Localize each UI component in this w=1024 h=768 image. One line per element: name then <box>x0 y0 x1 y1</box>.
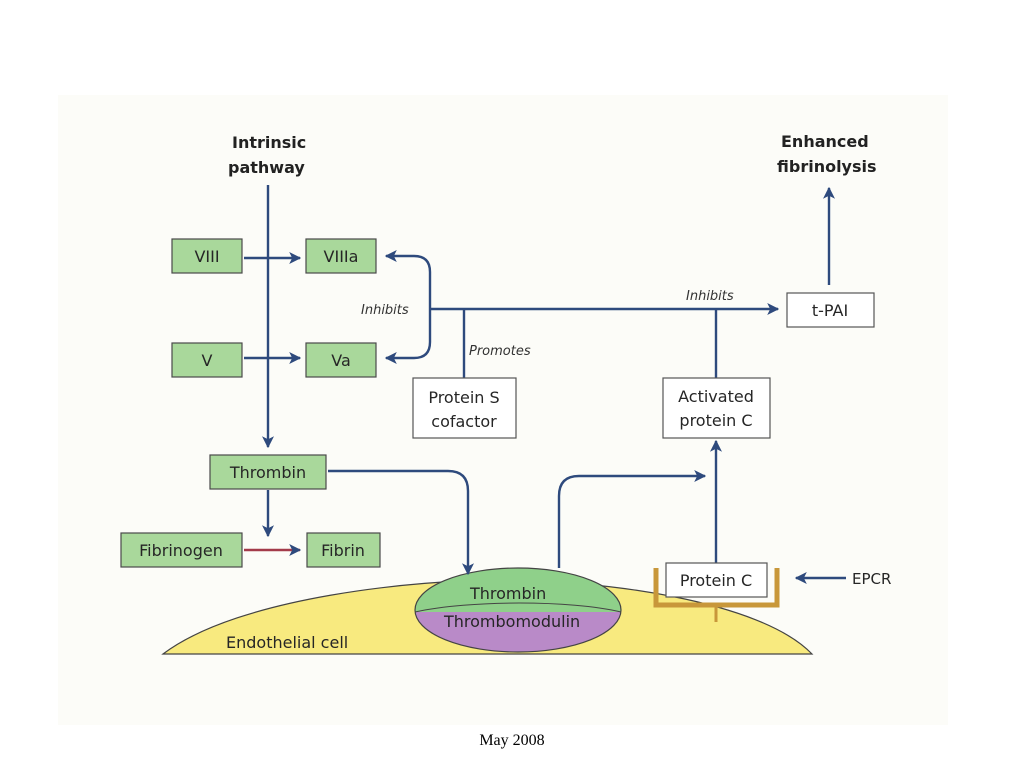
thrombin-label: Thrombin <box>229 463 306 482</box>
box-viii <box>171 238 243 274</box>
thrombomodulin-label: Thrombomodulin <box>443 612 580 631</box>
enhanced-fibrinolysis-title: Enhanced <box>781 132 869 151</box>
va-label: Va <box>331 351 351 370</box>
inhibits-va-arrow <box>384 308 432 364</box>
apc-label-line2: protein C <box>679 411 752 430</box>
inhibits-left-label: Inhibits <box>361 303 409 318</box>
fibrinogen-label: Fibrinogen <box>139 541 223 560</box>
box-thrombin <box>209 454 327 490</box>
thrombin-thrombomodulin-complex: Thrombin Thrombomodulin <box>414 567 622 653</box>
complex-to-activation-arrow <box>557 470 707 568</box>
box-viiia <box>305 238 377 274</box>
endothelial-cell-label: Endothelial cell <box>226 633 348 652</box>
protein-c-label: Protein C <box>680 571 752 590</box>
apc-label: Activated <box>678 387 754 406</box>
box-v <box>171 342 243 378</box>
box-va <box>305 342 377 378</box>
inhibits-viiia-arrow <box>384 250 432 308</box>
fibrin-label: Fibrin <box>321 541 365 560</box>
tpai-label: t-PAI <box>812 301 848 320</box>
intrinsic-pathway-title-line2: pathway <box>228 158 305 177</box>
viiia-label: VIIIa <box>324 247 359 266</box>
v-label: V <box>202 351 213 370</box>
box-protein-c <box>665 562 768 598</box>
box-activated-protein-c <box>662 377 771 439</box>
protein-s-label-line2: cofactor <box>431 412 497 431</box>
epcr-label: EPCR <box>852 570 891 588</box>
thrombin-to-membrane-arrow <box>328 469 474 576</box>
enhanced-fibrinolysis-title-line2: fibrinolysis <box>777 157 877 176</box>
box-fibrinogen <box>120 532 243 568</box>
inhibits-right-label: Inhibits <box>686 289 734 304</box>
promotes-label: Promotes <box>469 344 531 359</box>
footer-date: May 2008 <box>479 732 545 749</box>
box-fibrin <box>306 532 381 568</box>
box-tpai <box>786 292 875 328</box>
intrinsic-pathway-title: Intrinsic <box>232 133 306 152</box>
thrombin-complex-label: Thrombin <box>469 584 546 603</box>
viii-label: VIII <box>194 247 219 266</box>
protein-s-label: Protein S <box>428 388 499 407</box>
box-protein-s <box>412 377 517 439</box>
